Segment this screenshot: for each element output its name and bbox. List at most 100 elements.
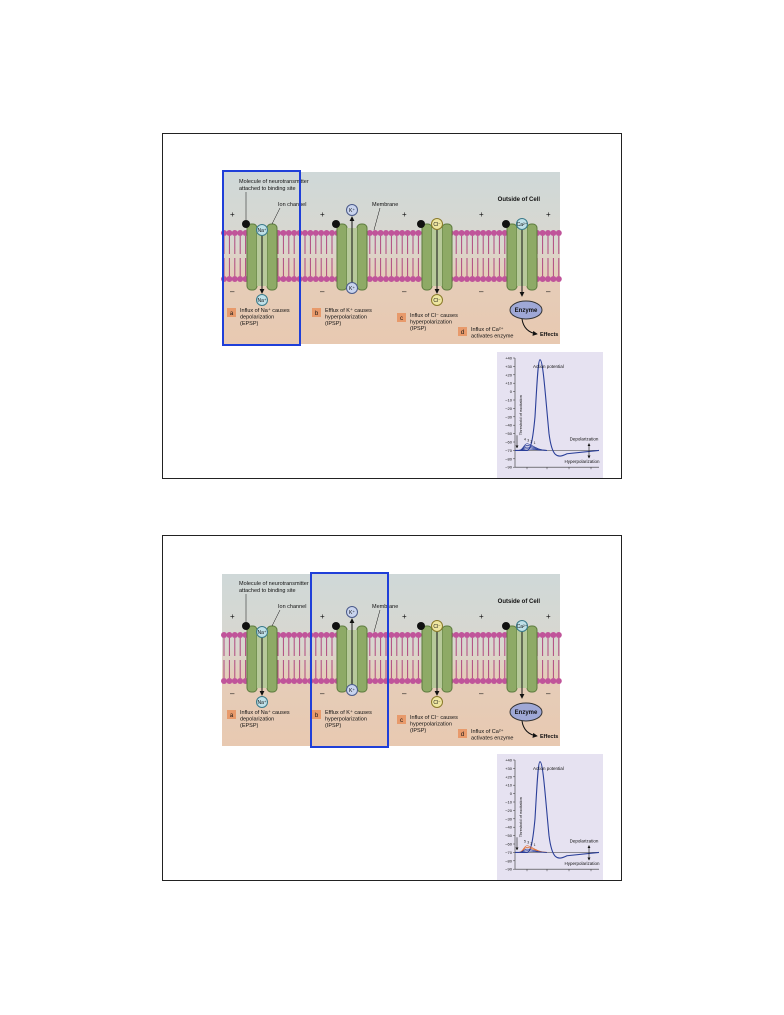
y-tick-label: −20 (505, 808, 513, 813)
lipid-head (480, 678, 487, 684)
lipid-head (372, 678, 379, 684)
lipid-head (318, 678, 325, 684)
caption-line: Influx of Ca²⁺ (471, 326, 504, 333)
y-tick-label: −20 (505, 406, 513, 411)
ion: Cl⁻ (431, 696, 443, 708)
ion-circle (516, 620, 528, 632)
effects-arrow (521, 318, 538, 336)
lipid-head (323, 230, 330, 236)
lipid-head (485, 632, 492, 638)
y-tick-label: −30 (505, 816, 513, 821)
lipid-head (404, 678, 411, 684)
channel-subunit (266, 625, 278, 693)
lipid-head (545, 632, 551, 638)
lipid-head (280, 230, 287, 236)
membrane-potential-graph: +40+30+20+100−10−20−30−40−50−60−70−80−90… (497, 754, 603, 880)
ion-circle (346, 606, 358, 618)
postsynaptic-potential-label: 1 (534, 441, 536, 445)
hyperpolarization-label: Hyperpolarization (564, 459, 600, 464)
positive-charge-sign: + (479, 210, 484, 219)
outside-of-cell-label: Outside of Cell (498, 197, 541, 203)
ion: Cl⁻ (431, 218, 443, 230)
caption-letter-box (312, 710, 321, 719)
lipid-head (237, 632, 244, 638)
neurotransmitter-molecule (502, 622, 510, 630)
lipid-head (399, 276, 406, 282)
caption-letter-box (227, 710, 236, 719)
caption-line: activates enzyme (471, 334, 514, 340)
y-tick-label: +10 (505, 783, 513, 788)
lipid-head (415, 632, 422, 638)
lipid-head (539, 276, 546, 282)
y-tick-label: −60 (505, 440, 513, 445)
lipid-head (469, 276, 476, 282)
lipid-head (399, 230, 406, 236)
lipid-head (285, 632, 292, 638)
lipid-head (555, 276, 562, 282)
lipid-head (372, 632, 379, 638)
lipid-head (231, 632, 238, 638)
enzyme-label: Enzyme (515, 308, 538, 314)
caption-line: (EPSP) (240, 321, 259, 327)
lipid-head (464, 276, 470, 282)
lipid-head (366, 276, 373, 282)
ion-circle (256, 294, 268, 306)
neurotransmitter-molecule (502, 220, 510, 228)
channel-subunit (246, 223, 258, 291)
lipid-head (285, 230, 292, 236)
lipid-head (453, 632, 460, 638)
positive-charge-sign: + (320, 210, 325, 219)
postsynaptic-potential-label: 3 (527, 841, 529, 845)
y-tick-label: −60 (505, 842, 513, 847)
membrane-diagram: Na⁺Na⁺K⁺K⁺Cl⁻Cl⁻Ca²⁺EnzymeEffects+++++––… (221, 170, 562, 346)
caption-letter-box (397, 313, 406, 322)
lipid-head (415, 678, 422, 684)
lipid-head (285, 276, 292, 282)
effects-label: Effects (540, 332, 558, 338)
lipid-head (291, 632, 298, 638)
lipid-head (231, 678, 238, 684)
lipid-head (545, 678, 551, 684)
ion-circle (346, 204, 358, 216)
depolarization-label: Depolarization (570, 436, 599, 441)
ion-circle (256, 696, 268, 708)
lipid-head (410, 230, 416, 236)
lipid-head (458, 632, 465, 638)
lipid-head (491, 276, 497, 282)
channel-subunit (506, 625, 518, 693)
lipid-head (388, 230, 395, 236)
caption-letter: b (315, 713, 319, 719)
y-tick-label: −80 (505, 858, 513, 863)
caption-line: hyperpolarization (325, 717, 367, 723)
ion-label: Cl⁻ (433, 700, 441, 706)
lipid-head (291, 276, 298, 282)
caption-line: Influx of Na⁺ causes (240, 307, 290, 314)
channel-subunit (356, 625, 368, 693)
lipid-head (280, 276, 287, 282)
lipid-head (491, 230, 497, 236)
lipid-head (329, 276, 335, 282)
lipid-head (550, 632, 557, 638)
lipid-head (388, 678, 395, 684)
ion: Na⁺ (256, 626, 268, 638)
lipid-head (383, 276, 389, 282)
caption-letter-box (397, 715, 406, 724)
caption-line: Influx of Cl⁻ causes (410, 715, 458, 721)
lipid-head (410, 678, 416, 684)
lipid-head (291, 678, 298, 684)
lipid-head (539, 678, 546, 684)
channel-subunit (526, 223, 538, 291)
lipid-head (312, 230, 319, 236)
ion: K⁺ (346, 606, 358, 618)
positive-charge-sign: + (479, 612, 484, 621)
negative-charge-sign: – (479, 287, 484, 296)
lipid-head (393, 678, 400, 684)
lipid-head (329, 678, 335, 684)
positive-charge-sign: + (402, 612, 407, 621)
lipid-head (318, 632, 325, 638)
caption-line: Influx of Cl⁻ causes (410, 313, 458, 319)
lipid-head (237, 678, 244, 684)
